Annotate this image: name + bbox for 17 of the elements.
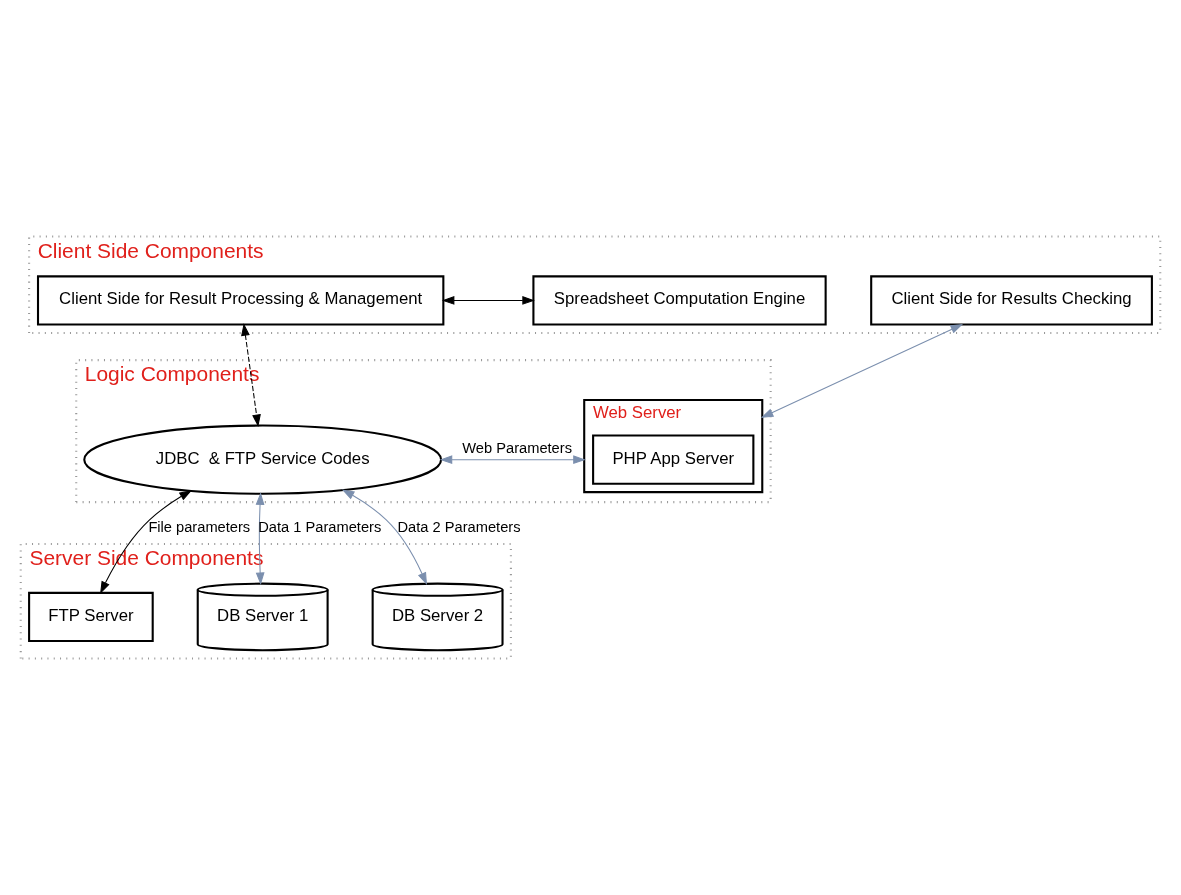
arrow	[255, 492, 265, 586]
node-box: PHP App Server	[592, 434, 755, 485]
edge-label: Data 1 Parameters	[258, 518, 382, 535]
edge-label: Data 2 Parameters	[397, 518, 521, 535]
node-box: Client Side for Result Processing & Management	[36, 275, 445, 326]
node-box: FTP Server	[28, 591, 154, 643]
arrow	[241, 323, 261, 428]
arrow	[439, 455, 586, 465]
edge-label: Web Parameters	[462, 439, 572, 456]
arrow	[100, 490, 192, 594]
edge-label: File parameters	[148, 518, 251, 535]
node-ellipse: JDBC & FTP Service Codes	[83, 424, 443, 495]
arrow	[760, 324, 964, 418]
arrow	[341, 489, 427, 586]
node-box: Spreadsheet Computation Engine	[532, 275, 827, 326]
node-box: Client Side for Results Checking	[870, 275, 1153, 326]
arrow	[441, 296, 535, 305]
